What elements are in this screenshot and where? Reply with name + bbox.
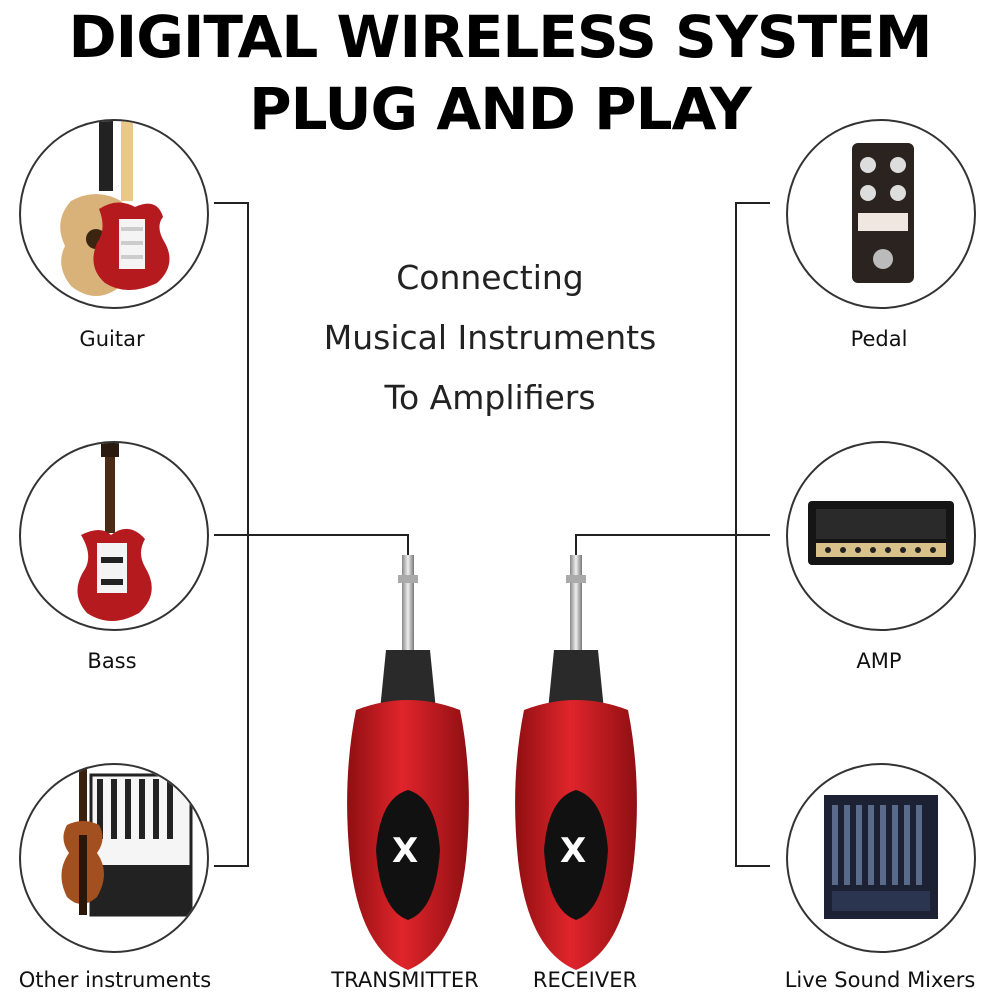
other-instruments-label: Other instruments [18, 968, 212, 992]
page-title-line1: DIGITAL WIRELESS SYSTEM [68, 3, 932, 71]
caption-line3: To Amplifiers [384, 378, 596, 417]
violin-keyboard-icon [19, 763, 209, 953]
caption-line1: Connecting [396, 258, 584, 297]
mixing-console-icon [786, 763, 976, 953]
bass-label: Bass [87, 649, 137, 673]
effects-pedal-icon [786, 119, 976, 309]
transmitter-device [347, 555, 469, 970]
receiver-device [515, 555, 637, 970]
live-sound-mixers-label: Live Sound Mixers [784, 968, 976, 992]
guitar-icon [19, 119, 209, 309]
pedal-label: Pedal [850, 327, 908, 351]
amp-label: AMP [856, 649, 902, 673]
receiver-brand-mark: X [560, 831, 586, 871]
transmitter-brand-mark: X [392, 831, 418, 871]
receiver-label: RECEIVER [532, 968, 638, 992]
page-title-line2: PLUG AND PLAY [249, 75, 752, 143]
guitar-label: Guitar [79, 327, 145, 351]
bass-guitar-icon [19, 441, 209, 631]
transmitter-label: TRANSMITTER [331, 968, 479, 992]
caption-line2: Musical Instruments [323, 318, 657, 357]
amplifier-head-icon [786, 441, 976, 631]
